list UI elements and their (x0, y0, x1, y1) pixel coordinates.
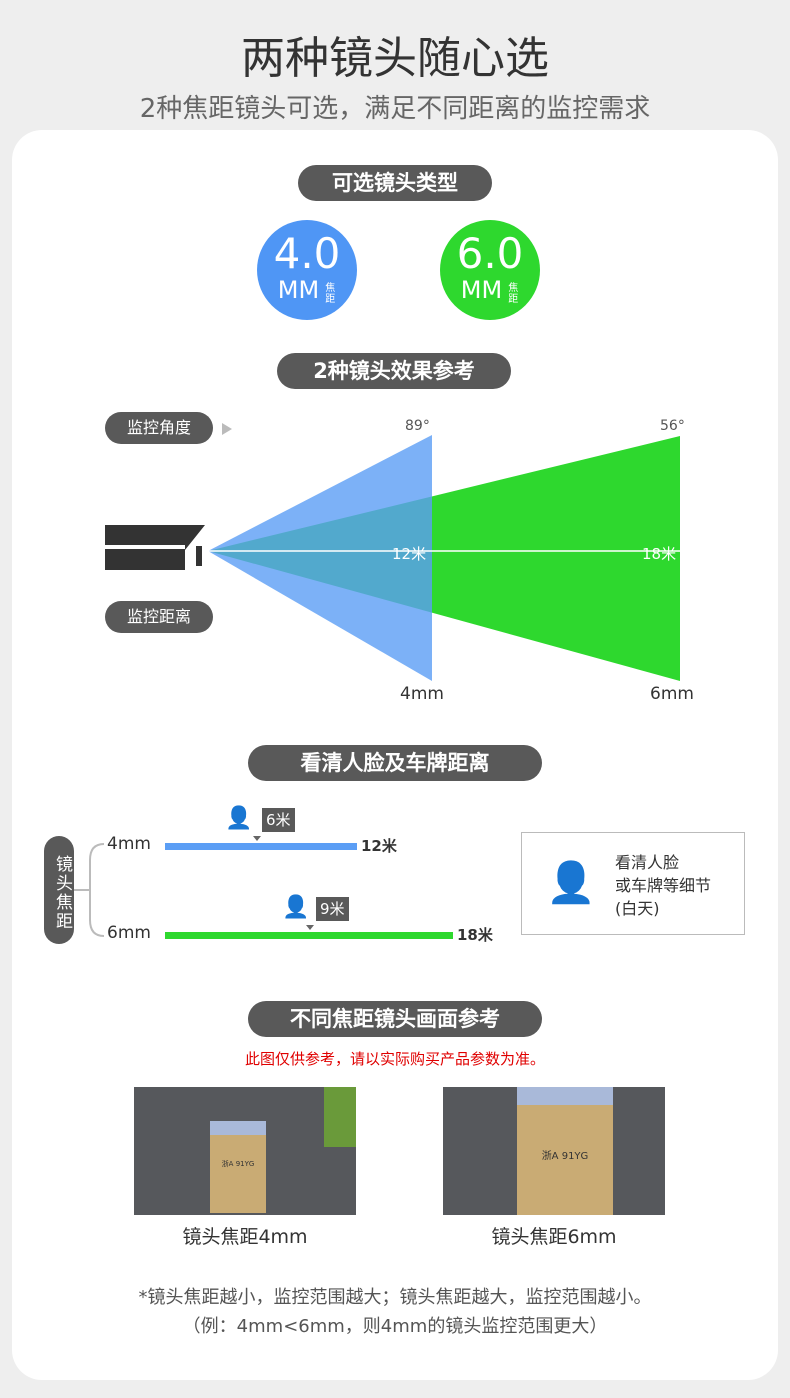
recognition-heading: 看清人脸及车牌距离 (248, 745, 542, 781)
angle-4mm: 89° (405, 418, 430, 434)
lens-unit: MM (460, 276, 503, 304)
truck-plate: 浙A 91YG (541, 1151, 589, 1162)
effect-heading: 2种镜头效果参考 (277, 353, 511, 389)
photo-6mm: 浙A 91YG (443, 1087, 665, 1215)
disclaimer: 此图仅供参考，请以实际购买产品参数为准。 (244, 1050, 545, 1068)
distance-4mm: 12米 (392, 545, 427, 563)
arrow-right-icon (222, 423, 232, 435)
legend-line: (白天) (615, 899, 660, 918)
lens-value: 6.0 (456, 229, 524, 278)
face-distance: 9米 (316, 897, 349, 921)
angle-6mm: 56° (660, 418, 685, 434)
range-bar-4mm (165, 843, 357, 850)
focal-group-label: 镜头焦距 (44, 836, 74, 944)
focal-4mm: 4mm (400, 684, 444, 704)
lens-unit: MM (277, 276, 320, 304)
footnote-line: *镜头焦距越小，监控范围越大；镜头焦距越大，监控范围越小。 (138, 1287, 652, 1308)
legend-line: 或车牌等细节 (615, 876, 712, 895)
photo-caption: 镜头焦距4mm (182, 1226, 308, 1248)
coverage-cone-4mm (208, 435, 432, 681)
range-bar-6mm (165, 932, 453, 939)
bracket-icon (74, 843, 105, 937)
face-icon: 👤 (282, 895, 310, 920)
truck-plate: 浙A 91YG (221, 1160, 255, 1168)
photo-4mm: 浙A 91YG (134, 1087, 356, 1215)
marker-icon (306, 925, 314, 930)
photo-caption: 镜头焦距6mm (491, 1226, 617, 1248)
coverage-diagram (105, 435, 680, 681)
marker-icon (253, 836, 261, 841)
page-subtitle: 2种焦距镜头可选，满足不同距离的监控需求 (139, 94, 651, 124)
row-max: 18米 (457, 926, 493, 944)
lens-types-heading: 可选镜头类型 (298, 165, 492, 201)
footnote-line: （例：4mm<6mm，则4mm的镜头监控范围更大） (182, 1316, 608, 1337)
focal-6mm: 6mm (650, 684, 694, 704)
truck: 浙A 91YG (210, 1121, 266, 1213)
face-icon: 👤 (225, 806, 253, 831)
truck: 浙A 91YG (517, 1087, 613, 1215)
face-distance: 6米 (262, 808, 295, 832)
camera-icon (105, 525, 205, 570)
lens-value: 4.0 (273, 229, 341, 278)
distance-label: 监控距离 (105, 601, 213, 633)
page-title: 两种镜头随心选 (241, 33, 549, 84)
legend-text: 看清人脸 或车牌等细节 (白天) (615, 851, 711, 920)
lens-badge-6mm: 6.0 MM 焦距 (440, 220, 540, 320)
legend-line: 看清人脸 (615, 853, 680, 872)
lens-badge-4mm: 4.0 MM 焦距 (257, 220, 357, 320)
angle-label: 监控角度 (105, 412, 213, 444)
row-focal: 6mm (107, 923, 151, 943)
row-focal: 4mm (107, 834, 151, 854)
tree (324, 1087, 356, 1147)
legend-box: 👤 看清人脸 或车牌等细节 (白天) (521, 832, 745, 935)
face-icon: 👤 (546, 860, 596, 906)
lens-suffix: 焦距 (508, 282, 519, 305)
coverage-cone-6mm (208, 436, 680, 681)
row-max: 12米 (361, 837, 397, 855)
lens-suffix: 焦距 (325, 282, 336, 305)
reference-heading: 不同焦距镜头画面参考 (248, 1001, 542, 1037)
distance-6mm: 18米 (642, 545, 677, 563)
